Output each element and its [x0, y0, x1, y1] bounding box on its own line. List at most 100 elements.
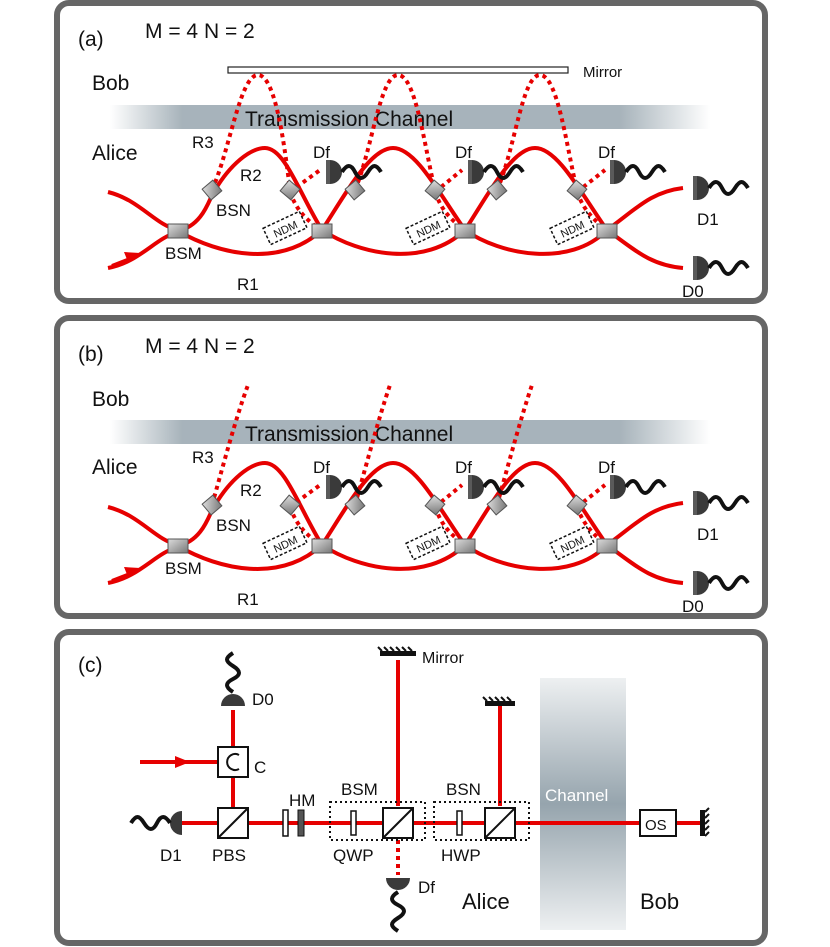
panel-b-bsm-4 [596, 538, 618, 554]
panel-a-to-df-1 [288, 168, 322, 194]
panel-c-hm-label: HM [289, 791, 315, 810]
panel-a-r1-label: R1 [237, 275, 259, 294]
panel-b-df-label-3: Df [598, 458, 615, 477]
panel-a-d0-label: D0 [682, 282, 704, 301]
panel-c-c-label: C [254, 758, 266, 777]
panel-b-bsn-4 [424, 494, 446, 516]
panel-a-beam-r2-2 [320, 145, 467, 232]
panel-b-r1-label: R1 [237, 590, 259, 609]
panel-b-beam-r2-2 [320, 460, 467, 547]
panel-b: (b) M = 4 N = 2 Bob Alice Transmission C… [54, 315, 768, 619]
panel-a-df-label-2: Df [455, 143, 472, 162]
panel-b-df-label-1: Df [313, 458, 330, 477]
panel-b-bsn-6 [566, 494, 588, 516]
panel-c-df-detector-icon [386, 878, 410, 933]
panel-b-r3-label: R3 [192, 448, 214, 467]
panel-c-input-arrow-icon [175, 756, 190, 768]
panel-b-bsm-1 [167, 538, 189, 554]
panel-a-beam-r1-3 [463, 228, 609, 256]
panel-a-bsn-6 [566, 179, 588, 201]
panel-a-tag: (a) [78, 28, 104, 51]
panel-c-hwp-plate [456, 810, 463, 836]
panel-c-df-label: Df [418, 878, 435, 897]
panel-a-alice-label: Alice [92, 142, 138, 165]
panel-a-bsm-4 [596, 223, 618, 239]
panel-c-bsm-label: BSM [341, 780, 378, 799]
panel-a-mirror-label: Mirror [583, 64, 622, 81]
panel-c-pbs-label: PBS [212, 846, 246, 865]
panel-b-df-label-2: Df [455, 458, 472, 477]
panel-c-channel-label: Channel [545, 786, 608, 805]
panel-b-r3-escape-2 [353, 384, 392, 506]
panel-c-hwp-label: HWP [441, 846, 481, 865]
panel-c-bsm-cube [382, 807, 414, 839]
panel-b-d0-label: D0 [682, 597, 704, 616]
panel-a-df-label-1: Df [313, 143, 330, 162]
panel-b-bsn-2 [279, 494, 301, 516]
panel-b-beam-r2-1 [177, 460, 324, 548]
panel-c-bob-mirror [700, 807, 710, 837]
panel-a-bsn-label: BSN [216, 201, 251, 220]
panel-c-d1-label: D1 [160, 846, 182, 865]
panel-c-circulator [217, 746, 249, 778]
panel-c-d0-detector-icon [221, 651, 245, 706]
panel-b-bsm-splitters [167, 538, 618, 554]
panel-b-to-df-2 [433, 483, 464, 509]
panel-b-bsn-5 [486, 494, 508, 516]
panel-b-bsm-label: BSM [165, 559, 202, 578]
panel-c-bsn-cube [484, 807, 516, 839]
panel-b-frame [54, 315, 768, 619]
panel-c-d0-label: D0 [252, 690, 274, 709]
panel-a-beam-r1-2 [320, 228, 467, 256]
panel-c-top-mirror [377, 646, 416, 656]
panel-b-bob-label: Bob [92, 388, 129, 411]
panel-c-bsn-box [433, 801, 530, 841]
panel-a-frame [54, 0, 768, 304]
panel-c-tag: (c) [78, 654, 103, 677]
panel-a-df-detectors: Df Df Df [313, 143, 667, 186]
panel-a-bsm-1 [167, 223, 189, 239]
panel-c-hm-plate-2 [297, 809, 305, 837]
panel-b-r3-escape-3 [495, 384, 534, 506]
panel-a-bsn-4 [424, 179, 446, 201]
panel-a-bsn-3 [344, 179, 366, 201]
panel-b-bsm-2 [311, 538, 333, 554]
panel-c: (c) Channel Mirror [54, 629, 768, 946]
panel-c-alice-label: Alice [462, 889, 510, 914]
panel-b-alice-label: Alice [92, 456, 138, 479]
panel-b-bsn-3 [344, 494, 366, 516]
panel-a-input-arrow-shaft [111, 257, 131, 268]
panel-c-channel-band [540, 678, 626, 930]
panel-c-qwp-plate [350, 810, 357, 836]
panel-a-r3-label: R3 [192, 133, 214, 152]
panel-a-channel-label: Transmission Channel [245, 108, 453, 131]
panel-c-d1-detector-icon [129, 811, 182, 835]
panel-c-mirror-label: Mirror [422, 650, 464, 667]
panel-b-channel-label: Transmission Channel [245, 423, 453, 446]
panel-b-to-df-3 [575, 483, 607, 509]
panel-a-bsn-5 [486, 179, 508, 201]
panel-b-r3-escape-1 [210, 384, 250, 506]
panel-b-tag: (b) [78, 343, 104, 366]
panel-b-params: M = 4 N = 2 [145, 335, 255, 358]
panel-a-bsm-3 [454, 223, 476, 239]
panel-b-input-arrow-head [124, 567, 140, 577]
panel-b-beam-r1-2 [320, 543, 467, 571]
panel-c-bsn-label: BSN [446, 780, 481, 799]
panel-b-beam-r2-3 [463, 460, 609, 547]
panel-c-pbs [217, 807, 249, 839]
panel-a-bsn-1 [201, 179, 223, 201]
panel-a-to-df-2 [433, 168, 464, 194]
panel-a-bsm-label: BSM [165, 244, 202, 263]
panel-c-os-box [639, 809, 677, 837]
panel-b-d1-label: D1 [697, 525, 719, 544]
panel-a-df-label-3: Df [598, 143, 615, 162]
panel-b-to-df-1 [288, 483, 322, 509]
panel-a: (a) M = 4 N = 2 Bob Alice Transmission C… [54, 0, 768, 304]
panel-b-beam-r1-1 [177, 543, 324, 571]
panel-c-bsm-box [329, 801, 426, 841]
panel-b-input-arrow-shaft [111, 572, 131, 583]
panel-a-to-df-3 [575, 168, 607, 194]
panel-b-r2-label: R2 [240, 481, 262, 500]
